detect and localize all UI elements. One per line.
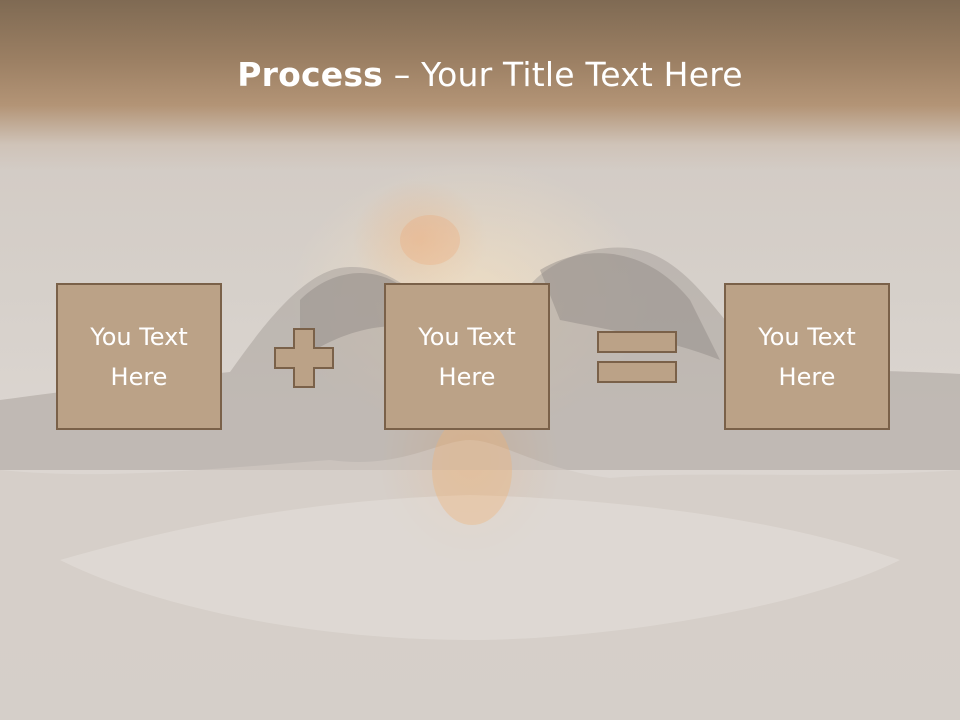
process-box-2-text: You Text Here [418,322,516,391]
process-box-1[interactable]: You Text Here [56,283,222,430]
slide-title[interactable]: Process – Your Title Text Here [0,52,960,98]
process-box-1-text: You Text Here [90,322,188,391]
title-bold: Process [237,55,384,94]
header-band [0,0,960,170]
equals-icon [597,331,677,383]
process-box-2[interactable]: You Text Here [384,283,550,430]
title-rest: – Your Title Text Here [383,55,743,94]
plus-icon [274,328,334,388]
process-box-3-text: You Text Here [758,322,856,391]
process-box-3[interactable]: You Text Here [724,283,890,430]
